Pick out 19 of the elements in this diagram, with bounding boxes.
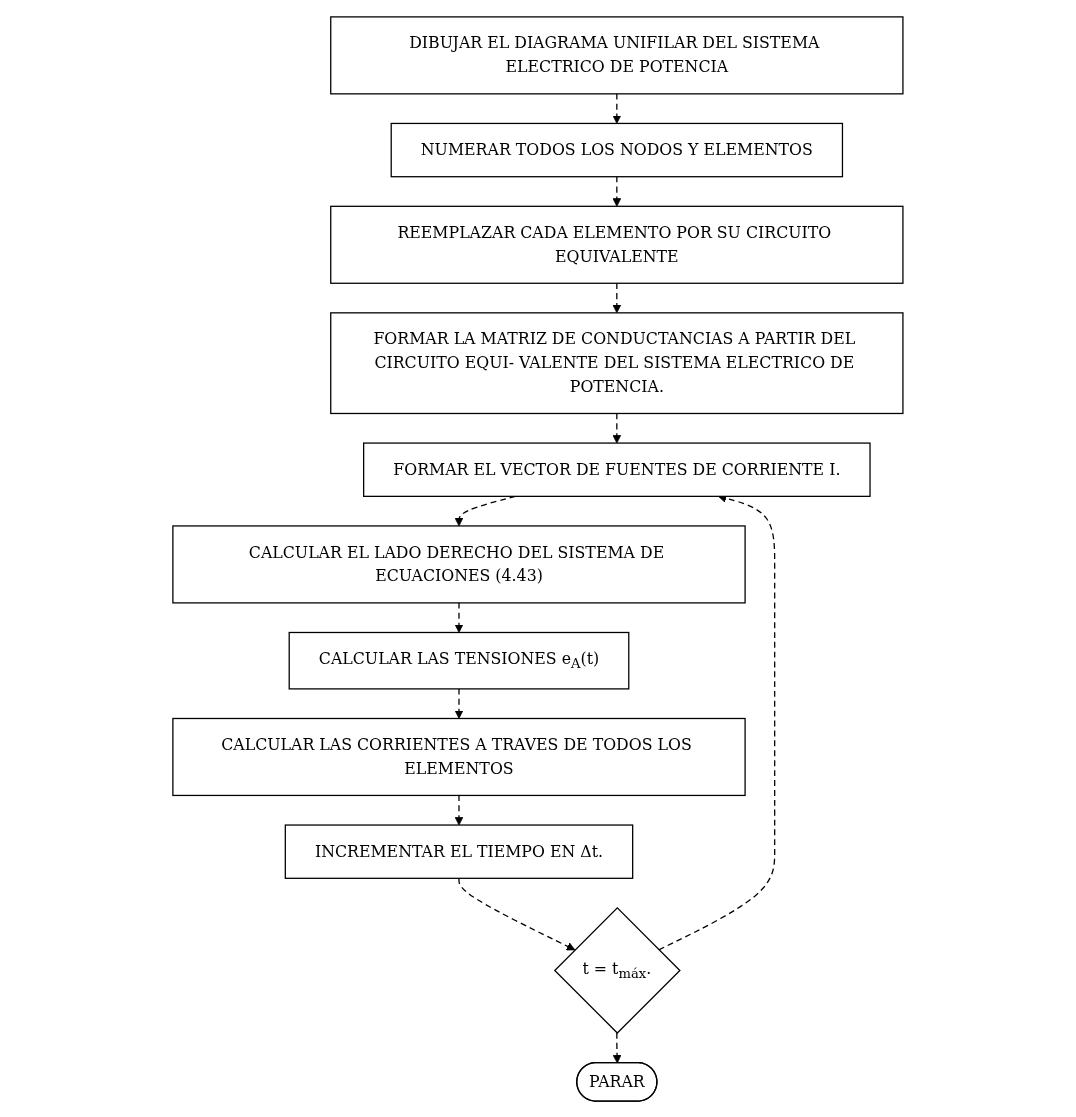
node-box: REEMPLAZAR CADA ELEMENTO POR SU CIRCUITO EQUIVALENTE <box>330 205 904 284</box>
node-diamond: t = t$_{máx}$. <box>553 906 681 1034</box>
node-box: CALCULAR LAS TENSIONES e$_{A}$(t) <box>288 631 630 690</box>
arrow <box>458 877 576 950</box>
arrow <box>612 175 622 207</box>
arrow <box>612 282 622 313</box>
node-box: CALCULAR LAS CORRIENTES A TRAVES DE TODOS LOS ELEMENTOS <box>172 717 746 796</box>
arrow <box>454 794 464 825</box>
arrow <box>454 687 464 719</box>
arrow <box>612 92 622 124</box>
node-box: FORMAR EL VECTOR DE FUENTES DE CORRIENTE I. <box>363 441 871 497</box>
arrow <box>612 412 622 443</box>
node-box: DIBUJAR EL DIAGRAMA UNIFILAR DEL SISTEMA ELECTRICO DE POTENCIA <box>330 15 904 94</box>
node-box: INCREMENTAR EL TIEMPO EN Δt. <box>284 823 634 879</box>
arrow <box>612 1031 622 1063</box>
node-box: FORMAR LA MATRIZ DE CONDUCTANCIAS A PARTIR DEL CIRCUITO EQUI- VALENTE DEL SISTEMA ELECTRICO DE POTENCIA. <box>330 311 904 414</box>
node-box: CALCULAR EL LADO DERECHO DEL SISTEMA DE ECUACIONES (4.43) <box>172 524 746 604</box>
node-box: NUMERAR TODOS LOS NODOS Y ELEMENTOS <box>390 122 844 177</box>
arrow <box>454 601 464 633</box>
